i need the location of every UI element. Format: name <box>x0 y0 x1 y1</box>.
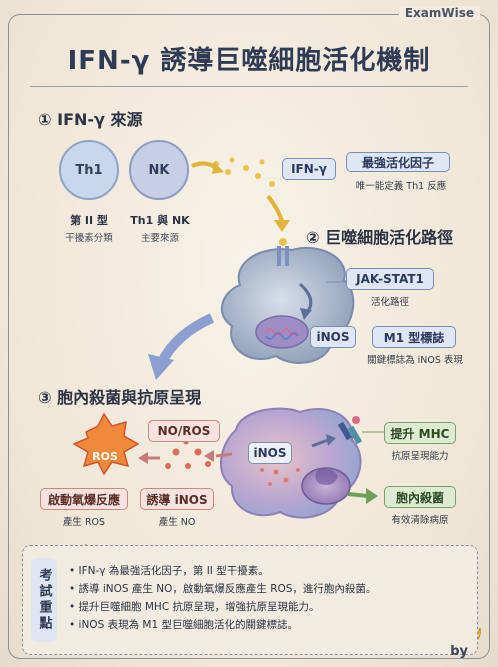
inos-cell-tag: iNOS <box>248 442 292 464</box>
strongest-activator-tag: 最強活化因子 <box>346 152 450 172</box>
induce-inos-note: 產生 NO <box>158 517 196 528</box>
ros-burst <box>72 412 140 476</box>
m1-marker-note: 關鍵標誌為 iNOS 表現 <box>367 355 463 366</box>
bacterium <box>315 468 338 485</box>
title-divider <box>30 86 468 87</box>
nk-subcaption: 主要來源 <box>140 233 179 244</box>
no-ros-tag: NO/ROS <box>148 420 220 442</box>
intracellular-killing-note: 有效清除病原 <box>391 515 449 526</box>
mhc-molecule <box>337 416 363 445</box>
mhc-note: 抗原呈現能力 <box>391 451 449 462</box>
induce-inos-tag: 誘導 iNOS <box>140 488 214 510</box>
th1-cell <box>59 140 119 200</box>
oxidative-burst-note: 產生 ROS <box>62 517 106 528</box>
jak-stat1-tag: JAK-STAT1 <box>346 268 434 290</box>
arrow-nk-to-ifn <box>191 161 218 170</box>
no-ros-particles <box>165 439 211 469</box>
section1-heading: ① IFN-γ 來源 <box>38 110 143 129</box>
key-points-list: IFN-γ 為最強活化因子，第 II 型干擾素。 誘導 iNOS 產生 NO，啟… <box>69 562 377 634</box>
key-point: 提升巨噬細胞 MHC 抗原呈現，增強抗原呈現能力。 <box>69 598 376 616</box>
key-point: IFN-γ 為最強活化因子，第 II 型干擾素。 <box>69 562 376 580</box>
jak-stat1-note: 活化路徑 <box>370 297 409 308</box>
m1-marker-tag: M1 型標誌 <box>372 326 456 348</box>
ifn-receptor <box>277 238 289 266</box>
arrow-to-kill <box>347 492 369 498</box>
page-title: IFN-γ 誘導巨噬細胞活化機制 <box>67 46 431 76</box>
arrow-to-section3 <box>157 313 215 365</box>
th1-subcaption: 干擾素分類 <box>65 233 113 244</box>
mhc-tag: 提升 MHC <box>384 422 456 444</box>
key-point: iNOS 表現為 M1 型巨噬細胞活化的關鍵標誌。 <box>69 616 376 634</box>
activated-nucleus <box>301 467 351 505</box>
section3-heading: ③ 胞內殺菌與抗原呈現 <box>38 388 202 407</box>
oxidative-burst-tag: 啟動氧爆反應 <box>40 488 128 510</box>
key-point: 誘導 iNOS 產生 NO，啟動氧爆反應產生 ROS，進行胞內殺菌。 <box>69 580 377 598</box>
strongest-activator-note: 唯一能定義 Th1 反應 <box>355 181 447 192</box>
ifn-gamma-tag: IFN-γ <box>282 158 336 180</box>
nk-label: NK <box>148 162 170 178</box>
th1-caption: 第 II 型 <box>70 214 108 227</box>
brand-label: ExamWise <box>398 6 480 20</box>
nk-caption: Th1 與 NK <box>130 214 190 227</box>
page-frame <box>8 14 490 659</box>
section2-heading: ② 巨噬細胞活化路徑 <box>306 228 454 247</box>
nk-cell <box>129 140 189 200</box>
th1-label: Th1 <box>75 162 103 178</box>
ros-label: ROS <box>92 450 118 463</box>
exam-key-points-box: 考試重點 IFN-γ 為最強活化因子，第 II 型干擾素。 誘導 iNOS 產生… <box>22 545 478 655</box>
intracellular-killing-tag: 胞內殺菌 <box>384 486 456 508</box>
inos-tag: iNOS <box>310 326 356 348</box>
ifn-dots <box>213 157 275 187</box>
exam-key-points-label: 考試重點 <box>31 558 57 642</box>
signature: by <box>450 644 468 659</box>
arrow-cell-to-no <box>215 452 233 458</box>
arrow-ifn-to-receptor <box>266 194 284 223</box>
